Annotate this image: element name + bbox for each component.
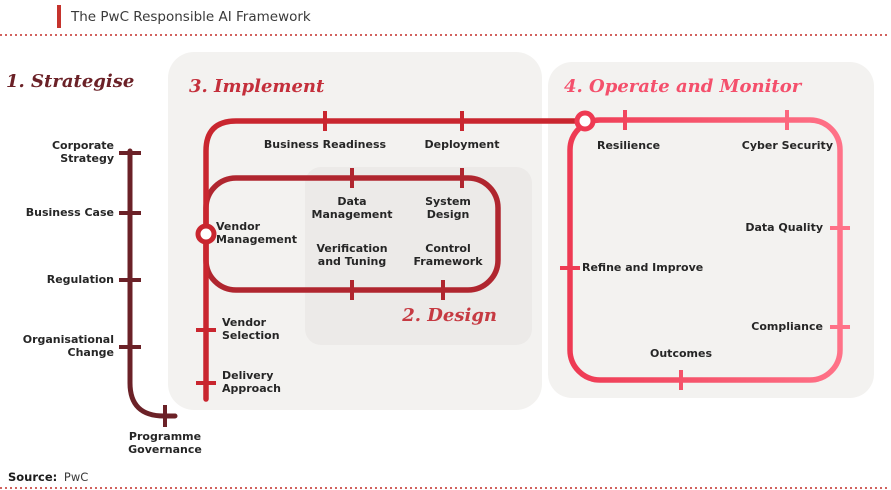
implement-heading: 3. Implement [189,76,325,97]
node-delivery-approach: Delivery Approach [222,369,282,395]
node-compliance: Compliance [751,320,823,333]
node-deployment: Deployment [424,138,500,151]
footer-dotted-divider [0,487,889,489]
strategise-line [127,148,178,419]
node-resilience: Resilience [597,139,661,152]
header-dotted-divider [0,34,889,36]
implement-loop [203,118,586,402]
design-ticks [350,168,464,300]
implement-operate-junction-node-icon [574,110,596,132]
node-vendor-selection: Vendor Selection [222,316,280,342]
node-control-framework: Control Framework [413,242,483,268]
implement-ticks [196,111,464,385]
strategise-ticks [119,151,167,427]
title-accent-bar [57,5,61,28]
node-data-quality: Data Quality [745,221,823,234]
operate-ticks [560,110,850,390]
source-line: Source: PwC [8,470,88,484]
node-refine-and-improve: Refine and Improve [582,261,704,274]
source-value: PwC [63,470,89,484]
node-cyber-security: Cyber Security [741,139,833,152]
design-implement-junction-node-icon [195,223,217,245]
source-label: Source: [8,470,58,484]
operate-loop [567,117,843,383]
node-vendor-management: Vendor Management [216,220,297,246]
node-verification-and-tuning: Verification and Tuning [316,242,388,268]
node-corporate-strategy: Corporate Strategy [51,139,114,165]
node-regulation: Regulation [46,273,114,286]
node-data-management: Data Management [311,195,393,221]
node-business-readiness: Business Readiness [263,138,387,151]
page-title: The PwC Responsible AI Framework [71,9,311,25]
design-heading: 2. Design [402,305,497,326]
node-business-case: Business Case [25,206,114,219]
strategise-heading: 1. Strategise [6,71,135,92]
node-outcomes: Outcomes [650,347,712,360]
operate-heading: 4. Operate and Monitor [564,76,802,97]
node-organisational-change: Organisational Change [22,333,114,359]
node-programme-governance: Programme Governance [128,430,202,456]
node-system-design: System Design [425,195,471,221]
